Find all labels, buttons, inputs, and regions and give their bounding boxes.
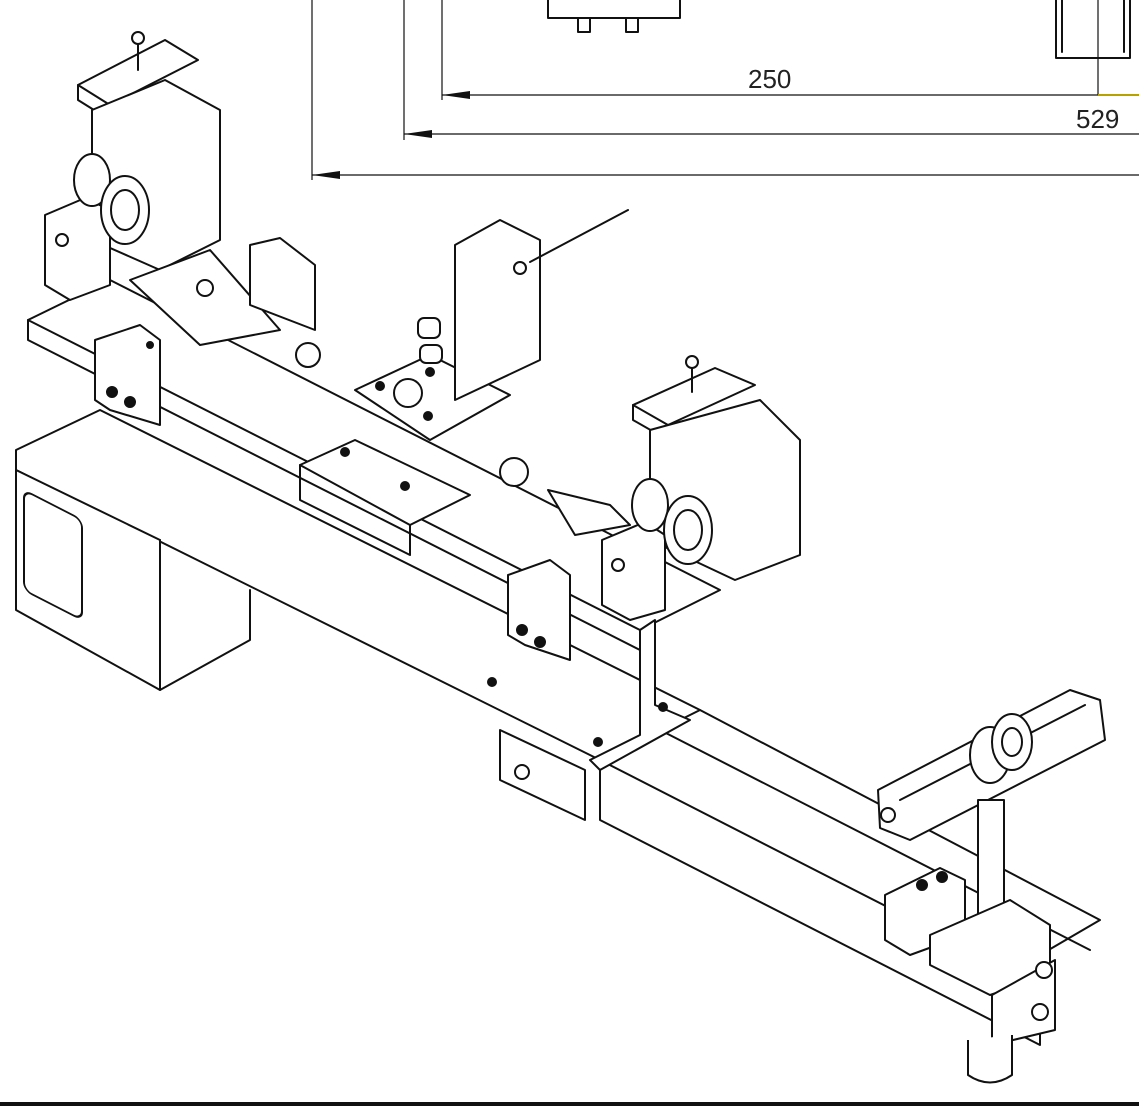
left-clamp-assembly [44, 31, 316, 346]
roller-arm-assembly [877, 689, 1106, 1084]
dimension-lines: 250 529 [311, 0, 1139, 180]
left-lower-block [94, 324, 161, 426]
center-carriage [295, 209, 629, 556]
dim-label-529: 529 [1076, 104, 1119, 134]
dim-label-250: 250 [748, 64, 791, 94]
right-clamp-assembly [507, 355, 801, 661]
dim-arrow-left-icon [442, 91, 470, 99]
dim-arrow-left-icon [404, 130, 432, 138]
top-fixtures [547, 0, 1131, 59]
support-bracket [487, 619, 691, 821]
dim-arrow-left-icon [312, 171, 340, 179]
